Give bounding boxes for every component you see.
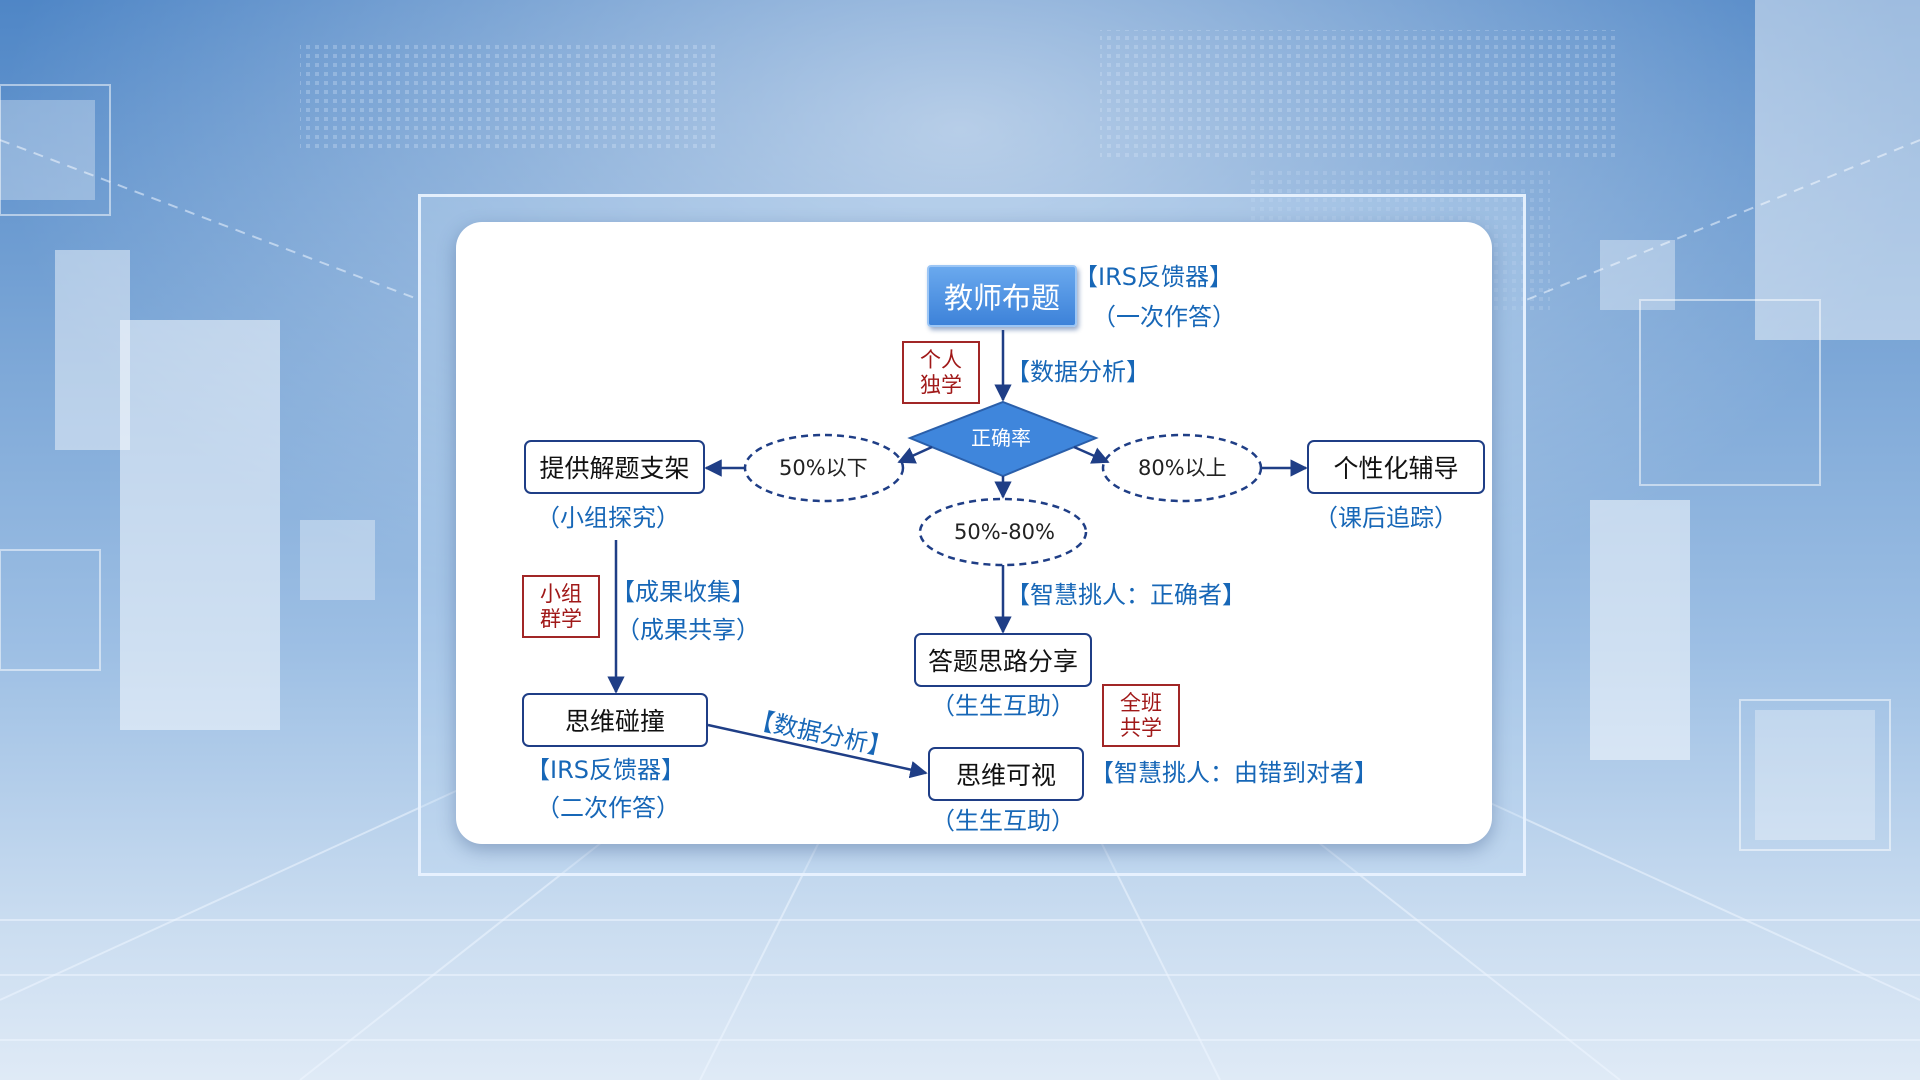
group-explore-label: （小组探究）: [536, 504, 680, 532]
tag-individual: 个人 独学: [902, 341, 980, 404]
peer1-label: （生生互助）: [931, 692, 1075, 720]
share-node: 答题思路分享: [914, 633, 1092, 687]
collect-sub-label: （成果共享）: [616, 616, 760, 644]
irs2-label: 【IRS反馈器】: [526, 756, 685, 784]
arrow-collision-to-visual: [707, 723, 928, 779]
arrow-decision-to-high: [1073, 445, 1110, 464]
flowchart-connectors: [607, 330, 1308, 779]
tag-individual-line2: 独学: [920, 372, 962, 397]
tag-individual-line1: 个人: [920, 347, 962, 372]
tutoring-node-label: 个性化辅导: [1333, 454, 1459, 483]
irs1-sub-label: （一次作答）: [1092, 303, 1236, 331]
collision-node: 思维碰撞: [522, 693, 708, 747]
tutoring-node: 个性化辅导: [1307, 440, 1485, 494]
tag-class: 全班 共学: [1102, 684, 1180, 747]
mid-range-label: 50%-80%: [954, 520, 1055, 544]
start-node: 教师布题: [927, 265, 1077, 327]
flowchart-card: 教师布题 【IRS反馈器】 （一次作答） 【数据分析】 个人 独学 正确率 50…: [456, 222, 1492, 844]
low-range-label: 50%以下: [779, 456, 868, 480]
tag-class-line2: 共学: [1120, 715, 1162, 740]
tag-group: 小组 群学: [522, 575, 600, 638]
tag-class-line1: 全班: [1120, 690, 1162, 715]
visual-node-label: 思维可视: [955, 761, 1056, 790]
irs1-label: 【IRS反馈器】: [1074, 263, 1233, 291]
scaffold-node-label: 提供解题支架: [539, 454, 690, 483]
data-analysis1-label: 【数据分析】: [1006, 358, 1150, 386]
share-node-label: 答题思路分享: [927, 647, 1078, 676]
collect-label: 【成果收集】: [611, 578, 755, 606]
scaffold-node: 提供解题支架: [524, 440, 705, 494]
tag-group-line2: 群学: [540, 606, 582, 631]
irs2-sub-label: （二次作答）: [536, 794, 680, 822]
start-node-label: 教师布题: [943, 281, 1060, 315]
smart-pick1-label: 【智慧挑人：正确者】: [1006, 581, 1246, 609]
arrow-decision-to-low: [897, 445, 933, 464]
tag-group-line1: 小组: [540, 581, 582, 606]
mid-range-ellipse: [918, 497, 1088, 567]
smart-pick2-label: 【智慧挑人：由错到对者】: [1090, 759, 1378, 787]
decision-label: 正确率: [971, 426, 1031, 450]
after-class-label: （课后追踪）: [1314, 504, 1458, 532]
visual-node: 思维可视: [928, 747, 1084, 801]
collision-node-label: 思维碰撞: [564, 707, 665, 736]
high-range-label: 80%以上: [1138, 456, 1227, 480]
peer2-label: （生生互助）: [931, 807, 1075, 835]
